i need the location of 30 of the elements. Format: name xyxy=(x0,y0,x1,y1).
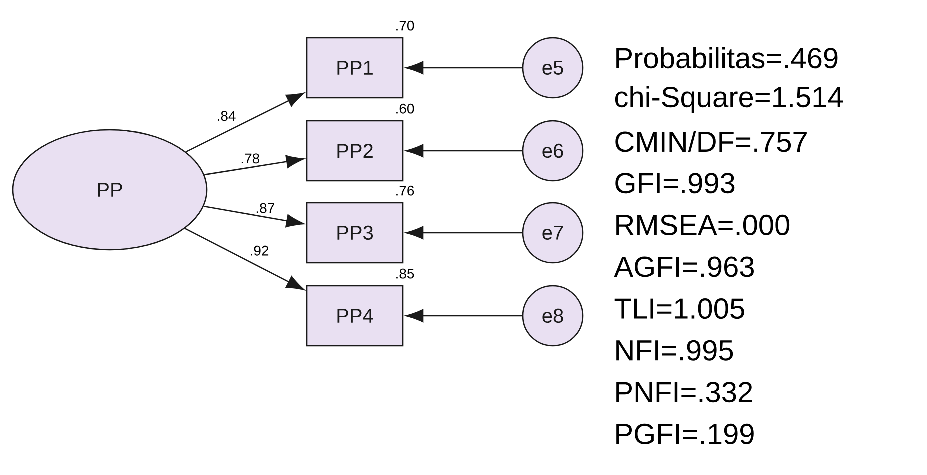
fit-index: AGFI=.963 xyxy=(614,256,754,278)
arrow xyxy=(406,309,522,323)
arrow xyxy=(406,226,522,240)
edge-label: .87 xyxy=(254,202,276,214)
arrow xyxy=(406,61,522,75)
correlation-value: .60 xyxy=(396,104,414,114)
observed-box: PP3 xyxy=(306,202,404,264)
arrow xyxy=(406,144,522,158)
correlation-value: .76 xyxy=(396,186,414,196)
fit-index: TLI=1.005 xyxy=(614,298,744,320)
fit-index: PNFI=.332 xyxy=(616,382,752,403)
edge-label: .84 xyxy=(216,110,238,122)
fit-index: chi-Square=1.514 xyxy=(615,86,844,114)
edge-label: .78 xyxy=(240,152,262,165)
arrow xyxy=(204,206,304,228)
fit-index: RMSEA=.000 xyxy=(616,214,790,236)
fit-index: Probabilitas=.469 xyxy=(616,47,838,69)
arrow xyxy=(204,155,304,176)
arrow xyxy=(184,228,304,290)
observed-box: PP2 xyxy=(306,120,404,182)
edge-label: .92 xyxy=(248,244,270,257)
arrow xyxy=(186,92,304,153)
observed-box: PP1 xyxy=(306,37,404,99)
correlation-value: .85 xyxy=(396,268,414,279)
fit-index: NFI=.995 xyxy=(616,340,734,361)
fit-index: CMIN/DF=.757 xyxy=(616,130,807,152)
fit-index: PGFI=.199 xyxy=(616,424,754,444)
observed-box: PP4 xyxy=(306,285,404,347)
fit-index: GFI=.993 xyxy=(616,173,735,194)
correlation-value: .70 xyxy=(396,20,414,31)
